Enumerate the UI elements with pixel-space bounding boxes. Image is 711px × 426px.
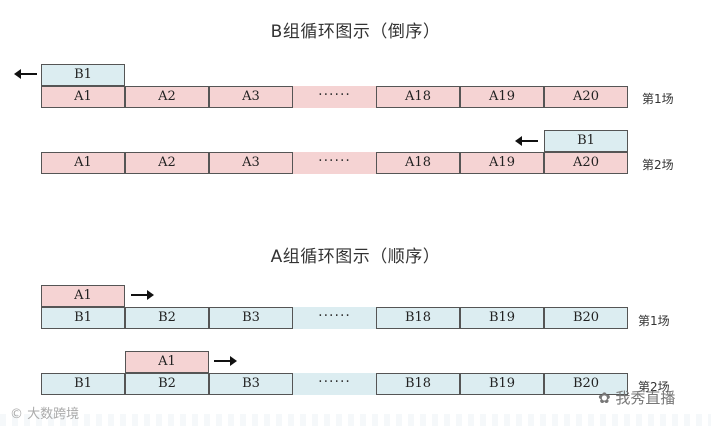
diagram-title-b: B组循环图示（倒序）	[270, 22, 441, 42]
track-cell: A20	[544, 152, 628, 174]
watermark-left: © 大数跨境	[10, 407, 80, 422]
track-cell: A1	[41, 152, 125, 174]
round-label: 第2场	[638, 380, 670, 394]
arrow-right-icon	[214, 356, 237, 366]
track-cell: A19	[460, 86, 544, 108]
watermark-logo-icon: ©	[10, 407, 23, 422]
track-cell: B3	[209, 307, 293, 329]
round-label: 第1场	[642, 92, 674, 106]
track-cell: B19	[460, 307, 544, 329]
track-cell: A2	[125, 152, 209, 174]
track-cell: A20	[544, 86, 628, 108]
track-cell: B1	[41, 307, 125, 329]
track-cell: B20	[544, 373, 628, 395]
track-cell: A18	[376, 86, 460, 108]
track-ellipsis: ······	[293, 86, 376, 108]
track-cell: A19	[460, 152, 544, 174]
track-cell: A3	[209, 86, 293, 108]
moving-block-b1: B1	[41, 64, 125, 86]
arrow-right-icon	[131, 290, 154, 300]
track-cell: A1	[41, 86, 125, 108]
track-cell: B2	[125, 373, 209, 395]
round-label: 第1场	[638, 314, 670, 328]
arrow-left-icon	[515, 136, 538, 146]
track-cell: B18	[376, 307, 460, 329]
track-cell: B18	[376, 373, 460, 395]
round-label: 第2场	[642, 158, 674, 172]
arrow-left-icon	[14, 69, 37, 79]
footer-strip	[0, 414, 711, 426]
track-cell: A3	[209, 152, 293, 174]
watermark-right: ✿ 我秀直播	[598, 389, 676, 407]
track-cell: B1	[41, 373, 125, 395]
moving-block-b1: B1	[544, 130, 628, 152]
track-ellipsis: ······	[293, 373, 376, 395]
track-cell: A2	[125, 86, 209, 108]
diagram-title-a: A组循环图示（顺序）	[270, 247, 441, 267]
track-cell: B20	[544, 307, 628, 329]
track-cell: A18	[376, 152, 460, 174]
track-ellipsis: ······	[293, 152, 376, 174]
track-cell: B2	[125, 307, 209, 329]
moving-block-a1: A1	[125, 351, 209, 373]
track-cell: B3	[209, 373, 293, 395]
track-cell: B19	[460, 373, 544, 395]
wechat-icon: ✿	[598, 389, 611, 407]
moving-block-a1: A1	[41, 285, 125, 307]
track-ellipsis: ······	[293, 307, 376, 329]
